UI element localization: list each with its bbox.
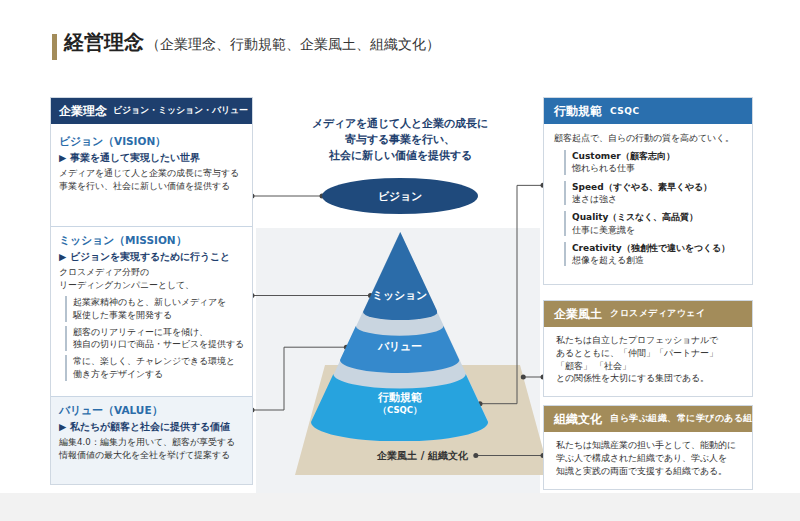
section-body: 編集4.0：編集力を用いて、顧客が享受する 情報価値の最大化を全社を挙げて提案す… <box>59 436 244 462</box>
concept-section: ミッション（MISSION） ▶ ビジョンを実現するために行うことクロスメディア分… <box>51 226 252 396</box>
bullet-item: 起業家精神のもと、新しいメディアを 駆使した事業を開発する <box>65 296 244 322</box>
conduct-item: Customer（顧客志向）惚れられる仕事 <box>564 150 744 175</box>
band-sublabel: （CSQC） <box>311 405 488 417</box>
panel-title: 行動規範 <box>554 103 602 120</box>
band-text-box: バリュー <box>340 340 459 354</box>
item-heading: Creativity（独創性で違いをつくる） <box>572 242 744 255</box>
panel-body: 私たちは自立したプロフェッショナルで あるとともに、「仲間」「パートナー」「顧客… <box>544 327 752 393</box>
band-label: 行動規範 <box>311 391 488 405</box>
panel-subtitle: クロスメディアウェイ <box>610 308 705 320</box>
vision-caption: メディアを通じて人と企業の成長に 寄与する事業を行い、 社会に新しい価値を提供す… <box>300 116 500 164</box>
cone-silhouette <box>312 232 489 442</box>
band-label: ミッション <box>363 289 438 303</box>
bullet-text: 常に、楽しく、チャレンジできる環境と 働き方をデザインする <box>73 355 244 381</box>
conduct-item: Creativity（独創性で違いをつくる）想像を超える創造 <box>564 242 744 267</box>
item-text: 速さは強さ <box>572 193 744 205</box>
panel-subtitle: CSQC <box>610 106 640 116</box>
section-lead: ▶ 私たちが顧客と社会に提供する価値 <box>59 421 244 434</box>
band-label: バリュー <box>340 340 459 354</box>
panel-intro: 顧客起点で、自らの行動の質を高めていく。 <box>554 132 744 145</box>
section-body: クロスメディア分野の リーディングカンパニーとして、 <box>59 266 244 292</box>
item-heading: Customer（顧客志向） <box>572 150 744 163</box>
band-text-box: ミッション <box>363 289 438 303</box>
item-heading: Quality（ミスなく、高品質） <box>572 211 744 224</box>
panel-body: 顧客起点で、自らの行動の質を高めていく。 Customer（顧客志向）惚れられる仕… <box>544 124 752 278</box>
title-subtitle: （企業理念、行動規範、企業風土、組織文化） <box>146 36 440 54</box>
page-title: 経営理念 <box>64 29 144 56</box>
section-body: メディアを通じて人と企業の成長に寄与する 事業を行い、社会に新しい価値を提供する <box>59 167 244 193</box>
panel-body: 私たちは知識産業の担い手として、能動的に 学ぶ人で構成された組織であり、学ぶ人を… <box>544 432 752 485</box>
pyramid-band: バリュー <box>340 326 459 373</box>
panel-subtitle: ビジョン・ミッション・バリュー <box>113 105 248 117</box>
connector-dot <box>521 375 526 380</box>
ellipse-fill <box>322 178 478 214</box>
panel-title: 企業理念 <box>59 103 107 120</box>
bullet-item: 常に、楽しく、チャレンジできる環境と 働き方をデザインする <box>65 355 244 381</box>
panel-header: 企業理念ビジョン・ミッション・バリュー <box>51 98 252 124</box>
panel-header: 企業風土クロスメディアウェイ <box>544 301 752 327</box>
leader-line <box>480 185 543 403</box>
conduct-item: Quality（ミスなく、高品質）仕事に美意識を <box>564 211 744 236</box>
item-heading: Speed（すぐやる、素早くやる） <box>572 181 744 194</box>
ellipse-label: ビジョン <box>378 189 422 204</box>
section-heading: ミッション（MISSION） <box>59 234 244 248</box>
concept-section: バリュー（VALUE） ▶ 私たちが顧客と社会に提供する価値編集4.0：編集力を用… <box>51 396 252 484</box>
band-fill <box>340 326 459 373</box>
culture-panel: 企業風土クロスメディアウェイ私たちは自立したプロフェッショナルで あるとともに、… <box>543 300 753 397</box>
section-heading: ビジョン（VISION） <box>59 135 244 149</box>
item-text: 仕事に美意識を <box>572 224 744 236</box>
bullet-text: 顧客のリアリティーに耳を傾け、 独自の切り口で商品・サービスを提供する <box>73 326 244 352</box>
band-svg <box>363 232 438 320</box>
item-text: 惚れられる仕事 <box>572 162 744 174</box>
bullet-text: 起業家精神のもと、新しいメディアを 駆使した事業を開発する <box>73 296 244 322</box>
concept-section: ビジョン（VISION） ▶ 事業を通して実現したい世界メディアを通じて人と企業の… <box>51 128 252 226</box>
section-lead: ▶ 事業を通して実現したい世界 <box>59 152 244 165</box>
section-heading: バリュー（VALUE） <box>59 404 244 418</box>
concept-panel: 企業理念ビジョン・ミッション・バリュービジョン（VISION） ▶ 事業を通して実… <box>50 97 253 485</box>
pyramid-band: ミッション <box>363 232 438 320</box>
pyramid-band: 行動規範（CSQC） <box>311 374 488 441</box>
platform-text-box: 企業風土 / 組織文化 <box>295 444 550 463</box>
band-text-box: 行動規範（CSQC） <box>311 391 488 417</box>
platform-label: 企業風土 / 組織文化 <box>377 449 468 463</box>
culture-panel: 組織文化自ら学ぶ組織、常に学びのある組織私たちは知識産業の担い手として、能動的に… <box>543 405 753 490</box>
connector-dot <box>473 453 478 458</box>
panel-title: 企業風土 <box>554 306 602 323</box>
leader-line <box>476 455 543 456</box>
panel-header: 組織文化自ら学ぶ組織、常に学びのある組織 <box>544 406 752 432</box>
vision-ellipse: ビジョン <box>322 178 478 214</box>
panel-body-text: 私たちは自立したプロフェッショナルで あるとともに、「仲間」「パートナー」「顧客… <box>556 334 746 385</box>
section-lead: ▶ ビジョンを実現するために行うこと <box>59 251 244 264</box>
band-fill <box>311 374 488 441</box>
item-text: 想像を超える創造 <box>572 254 744 266</box>
bottom-strip <box>0 493 800 521</box>
panel-body-text: 私たちは知識産業の担い手として、能動的に 学ぶ人で構成された組織であり、学ぶ人を… <box>556 439 746 477</box>
conduct-panel: 行動規範 CSQC 顧客起点で、自らの行動の質を高めていく。 Customer（顧客志… <box>543 97 753 285</box>
band-fill <box>363 232 438 320</box>
title-bar <box>52 34 57 60</box>
leader-line <box>252 196 322 197</box>
panel-header: 行動規範 CSQC <box>544 98 752 124</box>
conduct-item: Speed（すぐやる、素早くやる）速さは強さ <box>564 181 744 206</box>
leader-line <box>523 377 543 378</box>
panel-subtitle: 自ら学ぶ組織、常に学びのある組織 <box>610 413 762 425</box>
title-row: 経営理念（企業理念、行動規範、企業風土、組織文化） <box>64 29 440 56</box>
panel-title: 組織文化 <box>554 411 602 428</box>
leader-line <box>252 295 370 296</box>
bullet-item: 顧客のリアリティーに耳を傾け、 独自の切り口で商品・サービスを提供する <box>65 326 244 352</box>
